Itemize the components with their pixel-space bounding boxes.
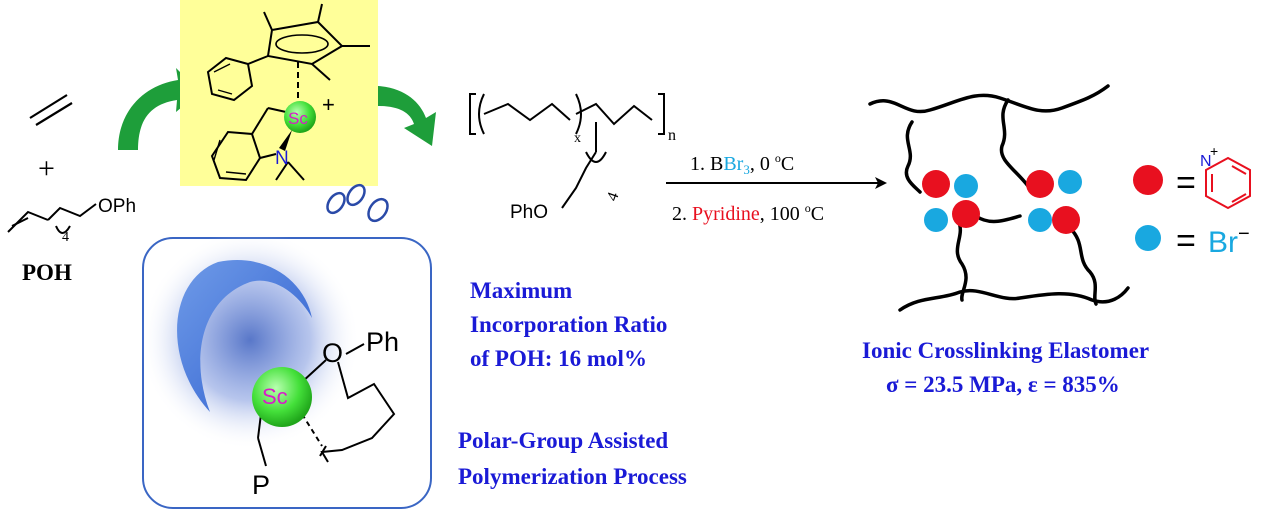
mechanism-phenyl-label: Ph xyxy=(366,327,399,357)
legend-equals-2: = xyxy=(1176,222,1196,260)
poh-comonomer-structure xyxy=(7,203,97,234)
incorporation-line1: Maximum xyxy=(470,278,572,303)
bromide-anion xyxy=(924,208,948,232)
catalyst-nitrogen-label: N xyxy=(275,148,289,169)
polymer-subscript-x: x xyxy=(574,131,581,146)
process-line2: Polymerization Process xyxy=(458,464,687,489)
catalyst-charge-label: + xyxy=(322,92,335,117)
mechanism-metal-label: Sc xyxy=(262,384,288,409)
legend-equals-1: = xyxy=(1176,164,1196,202)
legend-cation-dot xyxy=(1133,165,1163,195)
catalyst-metal-label: Sc xyxy=(288,109,308,128)
incorporation-line2: Incorporation Ratio xyxy=(470,312,667,337)
scandium-sphere-mechanism xyxy=(252,367,312,427)
bromide-anion xyxy=(1058,170,1082,194)
pyridinium-cation xyxy=(922,170,950,198)
poh-substituent-label: OPh xyxy=(98,196,136,217)
polymer-subscript-n: n xyxy=(668,127,676,144)
legend-bromide-label: Br− xyxy=(1208,223,1250,259)
green-arrow-left-icon xyxy=(118,68,200,150)
poh-name-label: POH xyxy=(22,260,72,285)
pyridinium-cation xyxy=(952,200,980,228)
product-title: Ionic Crosslinking Elastomer xyxy=(862,338,1149,363)
incorporation-line3: of POH: 16 mol% xyxy=(470,346,647,371)
plus-sign: + xyxy=(38,152,55,185)
condition-step1: 1. BBr3, 0 oC xyxy=(690,151,794,177)
product-properties: σ = 23.5 MPa, ε = 835% xyxy=(886,372,1120,397)
mechanism-oxygen-label: O xyxy=(322,338,343,368)
polymer-end-group: PhO xyxy=(510,202,548,223)
polymer-chain-repeat: 4 xyxy=(604,190,623,203)
pyridinium-structure xyxy=(1205,156,1251,210)
mechanism-bonds xyxy=(257,343,396,467)
legend-anion-dot xyxy=(1135,225,1161,251)
pyridinium-n-label: N xyxy=(1200,153,1212,170)
coordination-wedge xyxy=(279,130,292,151)
copolymer-structure xyxy=(469,93,665,209)
pyridinium-cation xyxy=(1026,170,1054,198)
ligand-pocket-shape xyxy=(177,260,312,412)
condition-step2: 2. Pyridine, 100 oC xyxy=(672,201,824,225)
mechanism-polymer-label: P xyxy=(252,470,270,500)
ion-pairs xyxy=(922,170,1082,234)
ethylene-molecule xyxy=(29,94,73,126)
pyridinium-charge-label: + xyxy=(1210,143,1218,159)
poh-repeat-subscript: 4 xyxy=(62,230,69,245)
catalyst-structure xyxy=(206,3,370,182)
bromide-anion xyxy=(1028,208,1052,232)
pyridinium-cation xyxy=(1052,206,1080,234)
polymer-network xyxy=(868,84,1130,312)
green-arrow-right-icon xyxy=(378,86,436,146)
process-line1: Polar-Group Assisted xyxy=(458,428,668,453)
bromide-anion xyxy=(954,174,978,198)
scandium-sphere-catalyst xyxy=(284,101,316,133)
thought-bubbles xyxy=(326,183,389,223)
